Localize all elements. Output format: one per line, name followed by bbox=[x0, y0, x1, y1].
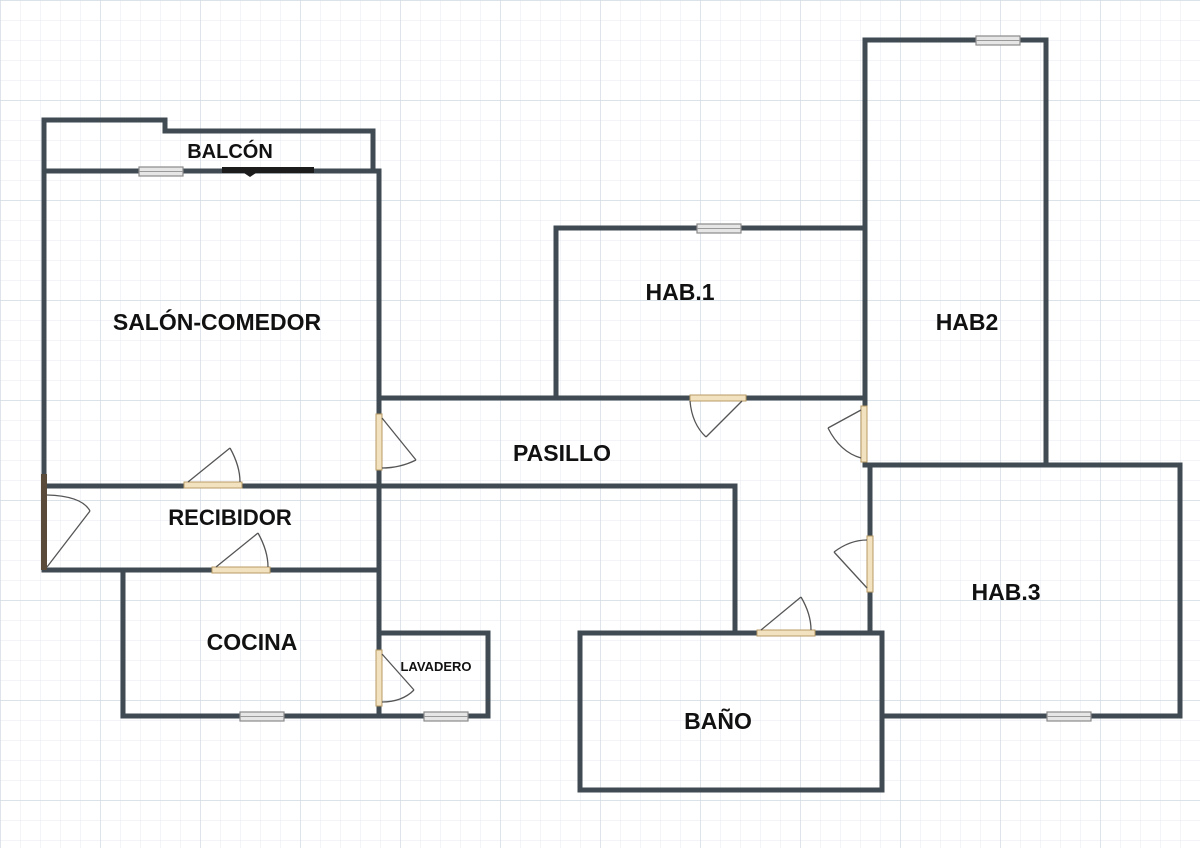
wall-pasillo-south bbox=[376, 483, 738, 636]
label-bano: BAÑO bbox=[684, 707, 752, 734]
wall-hab2 bbox=[862, 37, 1049, 468]
door-lavadero bbox=[375, 649, 415, 707]
door-salon bbox=[183, 447, 243, 489]
label-lavadero: LAVADERO bbox=[400, 659, 471, 674]
window-hab1 bbox=[696, 223, 742, 234]
label-hab2: HAB2 bbox=[936, 309, 999, 335]
window-lavadero bbox=[423, 711, 469, 722]
wall-cocina bbox=[120, 567, 382, 719]
doors bbox=[183, 394, 874, 707]
window-hab2 bbox=[975, 35, 1021, 46]
label-hab3: HAB.3 bbox=[971, 579, 1040, 605]
windows bbox=[138, 35, 1092, 722]
room-labels: BALCÓN SALÓN-COMEDOR RECIBIDOR COCINA LA… bbox=[113, 139, 1041, 734]
label-cocina: COCINA bbox=[207, 629, 298, 655]
wall-hab1 bbox=[553, 225, 868, 401]
wall-balcon bbox=[41, 117, 376, 174]
window-salon bbox=[138, 166, 184, 177]
wall-hab3 bbox=[862, 462, 1183, 719]
label-pasillo: PASILLO bbox=[513, 440, 611, 466]
label-balcon: BALCÓN bbox=[187, 139, 273, 163]
door-hab1 bbox=[689, 394, 747, 438]
window-hab3 bbox=[1046, 711, 1092, 722]
balcony-door bbox=[222, 167, 314, 177]
door-cocina bbox=[211, 532, 271, 574]
door-pasillo-west bbox=[375, 413, 417, 471]
label-recibidor: RECIBIDOR bbox=[168, 505, 292, 530]
label-hab1: HAB.1 bbox=[645, 279, 714, 305]
door-hab3 bbox=[833, 535, 874, 593]
label-salon-comedor: SALÓN-COMEDOR bbox=[113, 308, 322, 335]
entrance-door bbox=[41, 474, 91, 570]
door-hab2 bbox=[827, 405, 868, 463]
door-bano bbox=[756, 596, 816, 637]
window-cocina bbox=[239, 711, 285, 722]
